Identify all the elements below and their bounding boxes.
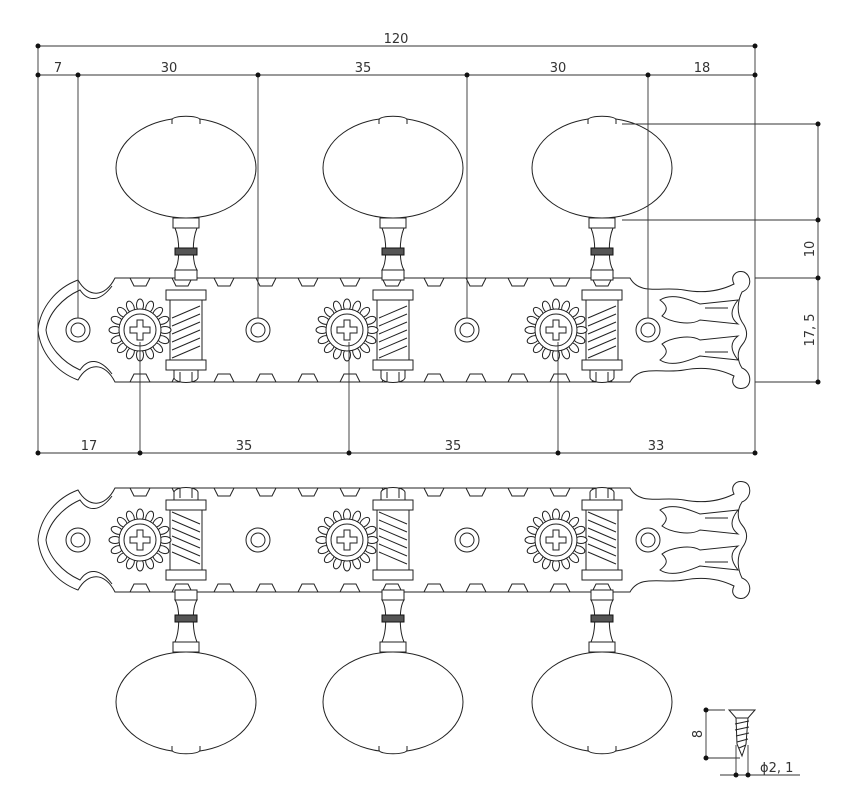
dim-plate-width: 17, 5 — [803, 313, 818, 346]
dim-top-5: 18 — [694, 61, 711, 76]
dim-knob-stem: 10 — [803, 241, 818, 258]
top-view — [37, 115, 751, 389]
dim-overall-length: 120 — [384, 32, 409, 47]
dim-top-3: 35 — [355, 61, 372, 76]
dim-top-4: 30 — [550, 61, 567, 76]
screw-diameter-label: ϕ2, 1 — [760, 761, 793, 776]
bottom-view — [37, 481, 751, 755]
screw-detail: 8 ϕ2, 1 — [691, 707, 800, 778]
dim-top-2: 30 — [161, 61, 178, 76]
dim-top-1: 7 — [54, 61, 62, 76]
dim-bottom-4: 33 — [648, 439, 665, 454]
screw-length-label: 8 — [691, 730, 706, 738]
dim-bottom-3: 35 — [445, 439, 462, 454]
dim-bottom-2: 35 — [236, 439, 253, 454]
dim-bottom-1: 17 — [81, 439, 98, 454]
dimension-lines: 120 7 30 35 30 18 17 35 35 33 10 17, 5 — [35, 32, 821, 456]
